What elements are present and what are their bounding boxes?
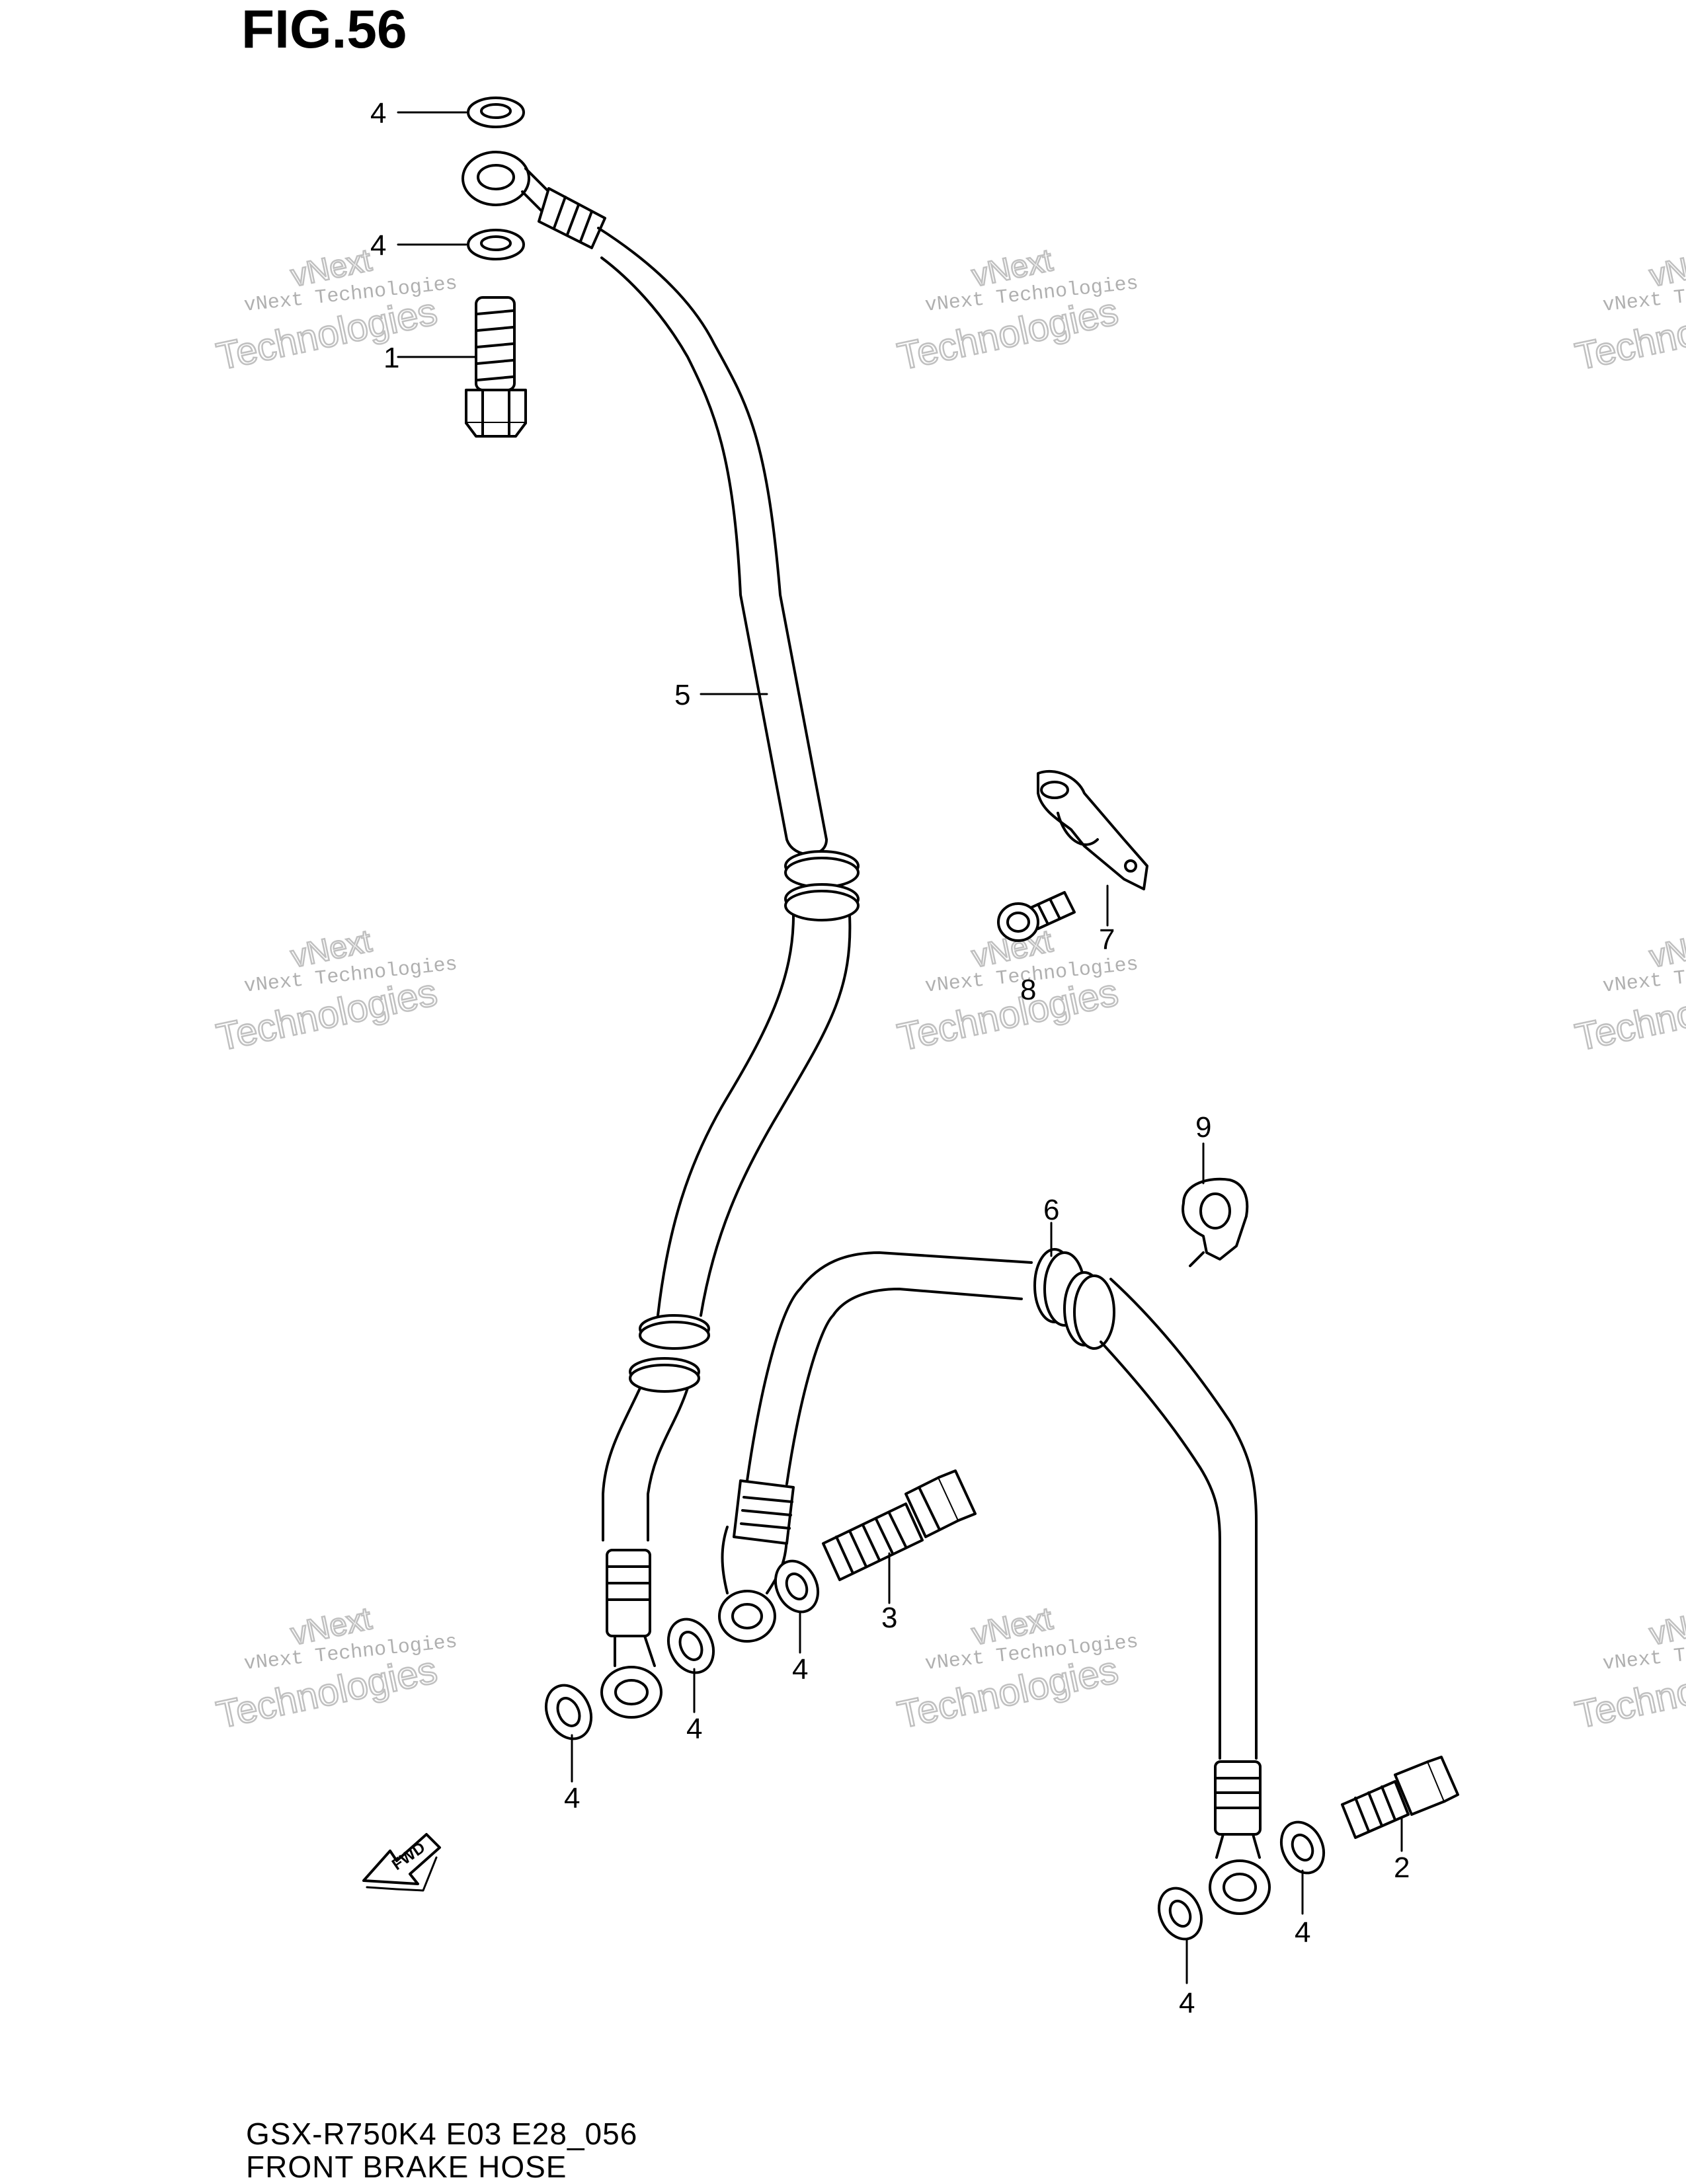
- watermark-text: vNext: [1646, 923, 1686, 974]
- watermark-tile: vNext Technologies Technologies vNext: [1571, 923, 1686, 1060]
- caption-model: GSX-R750K4 E03 E28_056: [246, 2117, 638, 2151]
- washer-top-1: [467, 97, 525, 128]
- washer-lower-2: [666, 1618, 715, 1674]
- leader-lines: [397, 111, 1403, 1984]
- banjo-bolt-3: [822, 1469, 977, 1581]
- caption-name: FRONT BRAKE HOSE: [246, 2150, 567, 2184]
- callout-6: 6: [1043, 1194, 1059, 1226]
- washer-right-2: [1157, 1887, 1203, 1941]
- banjo-bolt-1: [465, 296, 527, 438]
- watermark-tile: vNext Technologies Technologies vNext: [212, 242, 459, 379]
- watermark-tile: vNext Technologies Technologies vNext: [212, 923, 459, 1060]
- callout-7: 7: [1099, 923, 1115, 956]
- callout-5: 5: [674, 679, 690, 711]
- callout-4: 4: [1295, 1916, 1310, 1949]
- watermark-tile: vNext Technologies Technologies vNext: [1571, 1600, 1686, 1738]
- clamp-7: [1037, 769, 1148, 890]
- callout-4: 4: [792, 1653, 808, 1686]
- clamp-9: [1182, 1177, 1249, 1267]
- watermark-text: vNext: [1646, 1601, 1686, 1652]
- brake-hose-6: [718, 1248, 1271, 1915]
- washer-top-2: [467, 229, 525, 260]
- callouts: 4 4 1 5 7 8 9 6 3 4 4 4 2 4 4: [370, 97, 1410, 2019]
- callout-4: 4: [686, 1713, 702, 1745]
- washer-right-1: [1279, 1820, 1326, 1875]
- washer-lower-1: [544, 1684, 593, 1740]
- brake-hose-5: [462, 151, 860, 1719]
- watermark-tile: vNext Technologies Technologies vNext: [893, 242, 1140, 379]
- fwd-arrow-icon: FWD: [362, 1833, 441, 1892]
- callout-8: 8: [1020, 974, 1036, 1006]
- callout-4: 4: [1179, 1987, 1195, 2019]
- bolt-8: [997, 891, 1076, 942]
- callout-4: 4: [370, 229, 386, 262]
- watermark-text: vNext: [1646, 243, 1686, 293]
- watermark-tile: vNext Technologies Technologies vNext: [212, 1600, 459, 1738]
- figure-title: FIG.56: [241, 0, 407, 59]
- washer-mid-1: [774, 1559, 820, 1614]
- banjo-bolt-2: [1341, 1756, 1459, 1839]
- watermark-tile: vNext Technologies Technologies vNext: [893, 1600, 1140, 1738]
- callout-4: 4: [370, 97, 386, 130]
- watermark-tile: vNext Technologies Technologies vNext: [1571, 242, 1686, 379]
- callout-4: 4: [564, 1782, 580, 1814]
- callout-3: 3: [881, 1602, 897, 1634]
- callout-9: 9: [1195, 1111, 1211, 1144]
- callout-1: 1: [383, 342, 399, 374]
- callout-2: 2: [1394, 1852, 1410, 1884]
